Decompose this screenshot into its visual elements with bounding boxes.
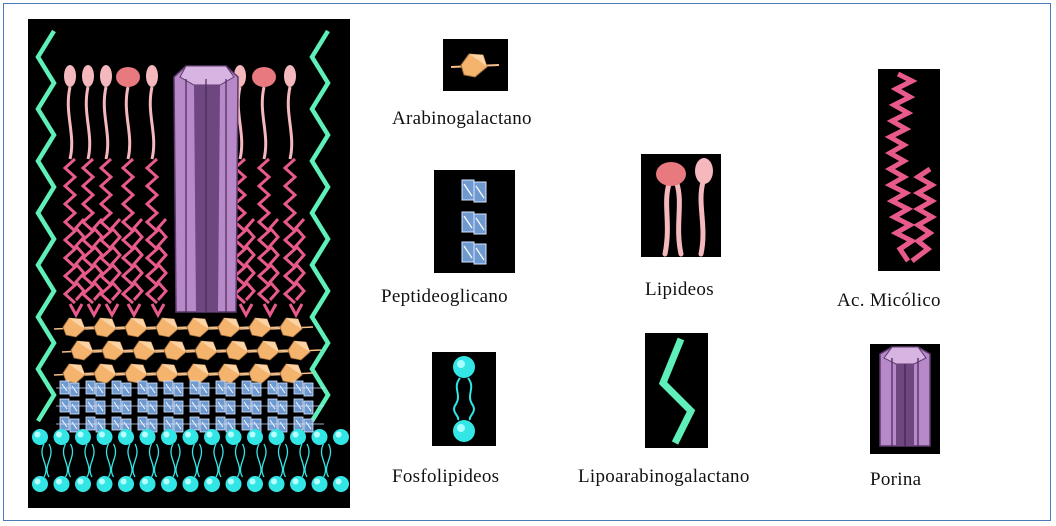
phospholipid-head <box>32 476 48 492</box>
lipid-column <box>146 65 166 315</box>
label-acido-micolico: Ac. Micólico <box>837 290 941 312</box>
phospholipid-head <box>333 476 349 492</box>
arabinogalactan-unit <box>54 364 96 383</box>
lipid-column <box>252 67 278 315</box>
lipid-icon <box>656 158 713 254</box>
arabinogalactan-unit <box>54 318 96 337</box>
peptidoglycan-unit <box>216 381 235 396</box>
phospholipid-head <box>75 476 91 492</box>
phospholipid-head <box>140 476 156 492</box>
phospholipid-head <box>312 476 328 492</box>
lipid-swatch <box>641 154 721 257</box>
phospholipid-head <box>183 429 199 445</box>
lipid-head <box>64 65 76 87</box>
lipid-column <box>284 65 304 315</box>
peptidoglycan-unit <box>242 381 261 396</box>
lipid-head <box>100 65 112 87</box>
cell-wall-diagram <box>28 19 350 508</box>
label-peptideoglicano: Peptideoglicano <box>381 286 508 308</box>
label-porina: Porina <box>870 469 921 491</box>
peptidoglycan-layer <box>56 381 324 432</box>
peptidoglycan-unit <box>164 381 183 396</box>
peptidoglycan-unit <box>60 399 79 414</box>
peptidoglycan-unit <box>294 381 313 396</box>
phospholipid-head <box>204 476 220 492</box>
phospholipid-icon <box>453 356 475 442</box>
peptidoglycan-unit <box>138 381 157 396</box>
peptidoglycan-unit <box>190 399 209 414</box>
phospholipid-head <box>312 429 328 445</box>
phospholipid-head <box>75 429 91 445</box>
peptidoglycan-unit <box>60 381 79 396</box>
lipid-column <box>100 65 120 315</box>
peptidoglycan-unit <box>86 399 105 414</box>
peptidoglycan-unit <box>86 381 105 396</box>
phospholipid-head <box>269 476 285 492</box>
peptidoglycan-unit <box>242 399 261 414</box>
porin-icon <box>880 347 930 446</box>
phospholipid-head <box>118 429 134 445</box>
lipid-head <box>82 65 94 87</box>
phospholipid-head <box>118 476 134 492</box>
peptidoglycan-unit <box>112 399 131 414</box>
phospholipid-head <box>54 476 70 492</box>
lam-chain-right <box>312 31 328 421</box>
phospholipid-bilayer <box>32 429 349 492</box>
lipid-head <box>116 67 140 87</box>
phospholipid-head <box>161 476 177 492</box>
mycolic-acid-swatch <box>878 69 940 271</box>
phospholipid-head <box>290 429 306 445</box>
phospholipid-head <box>204 429 220 445</box>
lipid-head <box>146 65 158 87</box>
lipid-head <box>284 65 296 87</box>
label-fosfolipideos: Fosfolipideos <box>392 466 499 488</box>
label-arabinogalactano: Arabinogalactano <box>392 108 532 130</box>
cell-wall-svg <box>28 19 350 508</box>
lipid-head <box>252 67 276 87</box>
lam-chain-left <box>38 31 54 421</box>
porin <box>174 66 238 312</box>
phospholipid-head <box>333 429 349 445</box>
phospholipid-head <box>269 429 285 445</box>
lipid-column <box>116 67 142 315</box>
peptidoglycan-unit <box>164 399 183 414</box>
arabinogalactan-layer <box>54 318 321 383</box>
peptidoglycan-unit <box>294 399 313 414</box>
lipid-column <box>82 65 102 315</box>
phospholipid-swatch <box>432 352 496 446</box>
lipoarabinogalactan-swatch <box>645 333 708 448</box>
peptidoglycan-swatch <box>434 170 515 273</box>
phospholipid-head <box>161 429 177 445</box>
peptidoglycan-unit <box>112 381 131 396</box>
porin-swatch <box>870 344 940 454</box>
phospholipid-head <box>32 429 48 445</box>
phospholipid-head <box>226 429 242 445</box>
peptidoglycan-unit <box>216 399 235 414</box>
mycolic-acid-icon <box>890 74 932 261</box>
lipoarabinogalactan-icon <box>663 339 691 443</box>
peptidoglycan-unit <box>138 399 157 414</box>
label-lipideos: Lipideos <box>645 279 714 301</box>
peptidoglycan-icon <box>462 180 486 264</box>
phospholipid-head <box>140 429 156 445</box>
phospholipid-head <box>183 476 199 492</box>
peptidoglycan-unit <box>268 381 287 396</box>
phospholipid-head <box>226 476 242 492</box>
arabinogalactan-swatch <box>443 39 508 91</box>
lipid-column <box>64 65 84 315</box>
arabinogalactan-unit <box>62 341 104 360</box>
phospholipid-head <box>247 429 263 445</box>
phospholipid-head <box>97 429 113 445</box>
arabinogalactan-icon <box>451 54 499 77</box>
phospholipid-head <box>247 476 263 492</box>
peptidoglycan-unit <box>268 399 287 414</box>
label-lipoarabinogalactano: Lipoarabinogalactano <box>578 466 750 488</box>
phospholipid-head <box>54 429 70 445</box>
phospholipid-head <box>290 476 306 492</box>
phospholipid-head <box>97 476 113 492</box>
